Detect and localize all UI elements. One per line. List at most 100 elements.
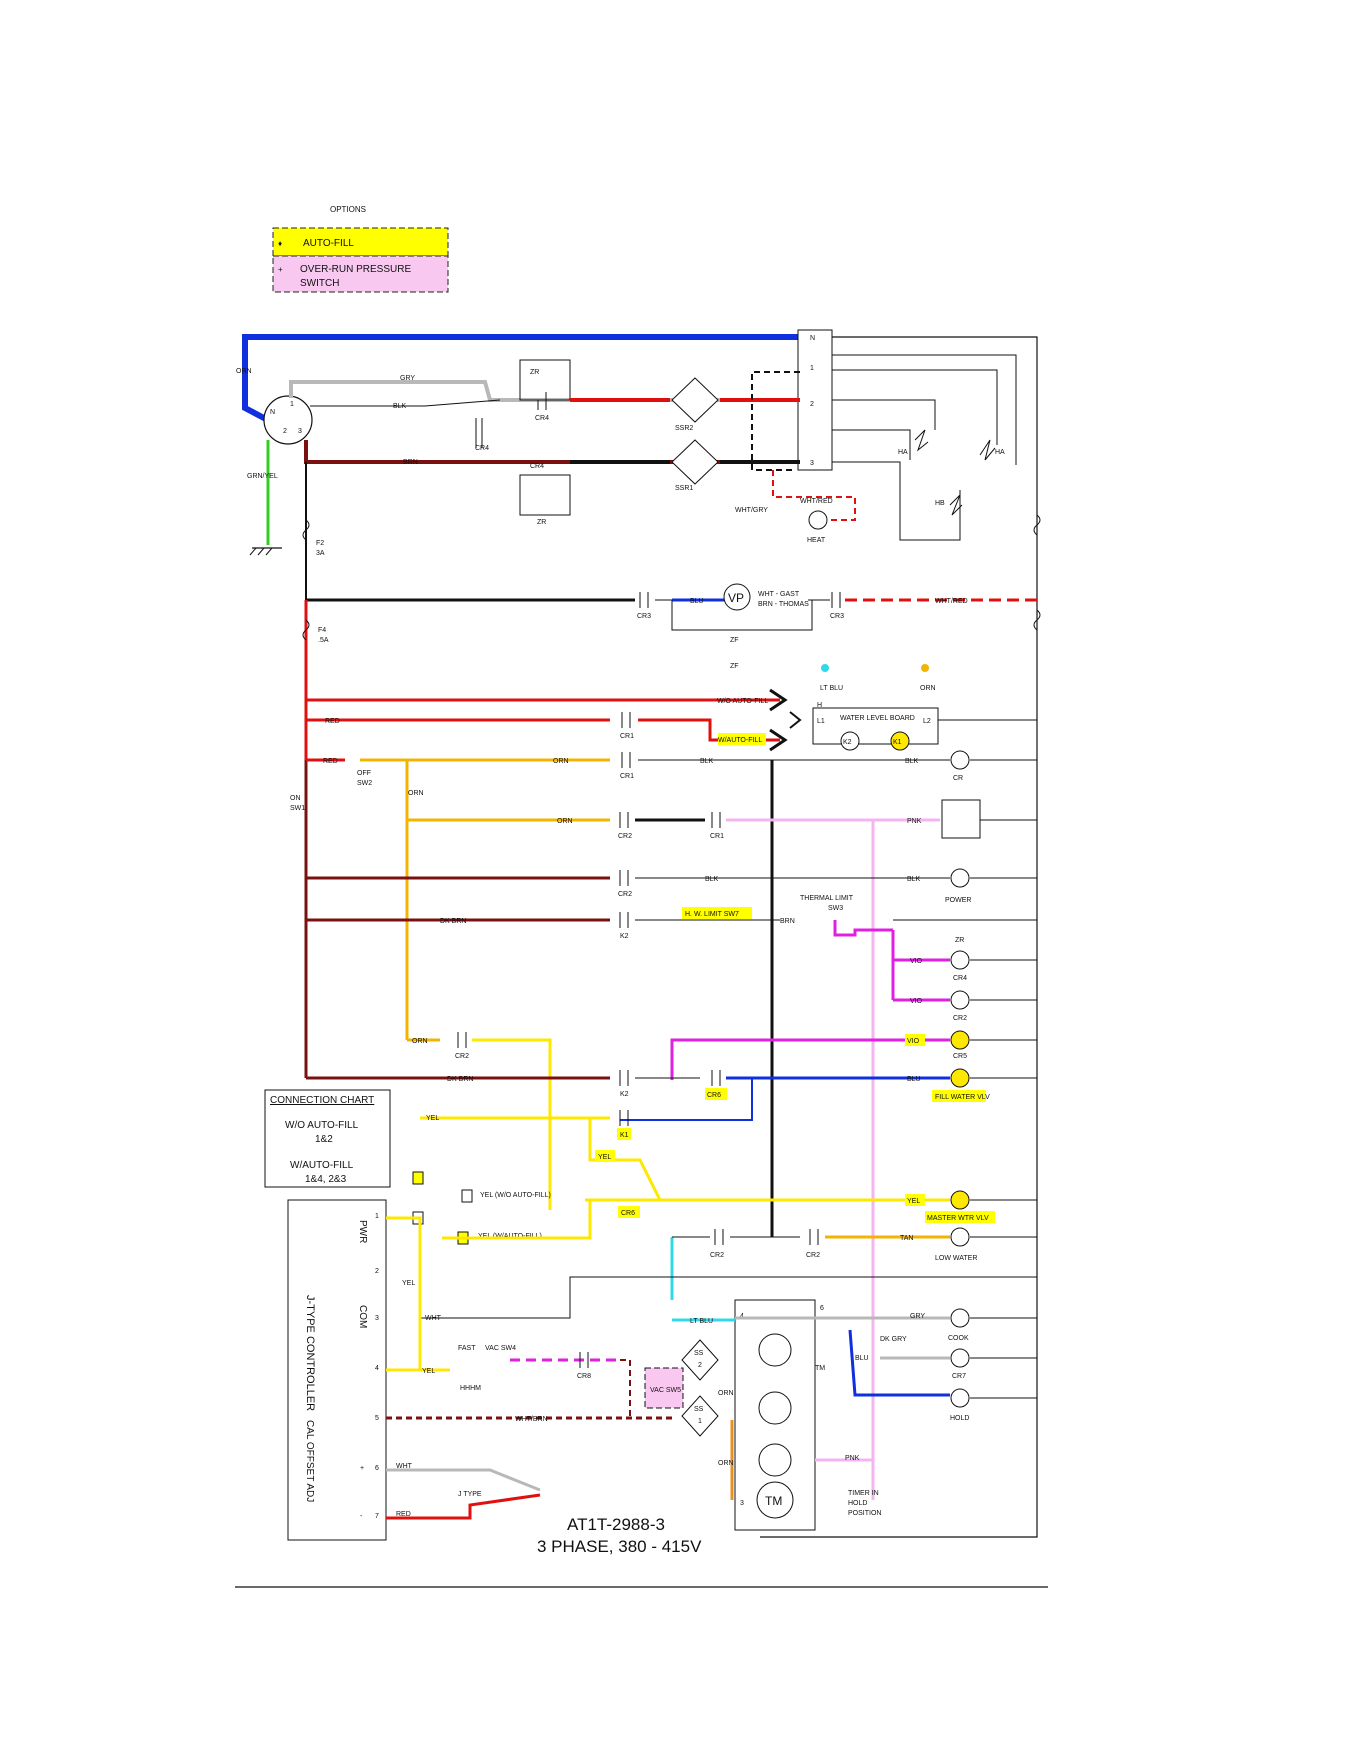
hw-limit-label: H. W. LIMIT SW7: [685, 911, 739, 918]
timer-ss2-dial: [758, 1391, 792, 1425]
hold-label: HOLD: [950, 1415, 969, 1422]
orn-timer-label-2: ORN: [718, 1390, 734, 1397]
zf-label-2: ZF: [730, 663, 739, 670]
controller-cal-label: CAL OFFSET ADJ: [304, 1420, 315, 1502]
wht-controller-label: WHT: [425, 1315, 442, 1322]
rung1-orn-label: ORN: [553, 758, 569, 765]
cr3-label-1: CR3: [637, 613, 651, 620]
phase-voltage: 3 PHASE, 380 - 415V: [537, 1537, 702, 1556]
controller-pin-3: 3: [375, 1315, 379, 1322]
master-water-valve-label: MASTER WTR VLV: [927, 1215, 989, 1222]
ss1-icon: [681, 1395, 719, 1437]
wht-red-vp-label: WHT/RED: [935, 598, 968, 605]
cr8-label: CR8: [577, 1373, 591, 1380]
k2-label-2: K2: [620, 1091, 629, 1098]
ss1-label: SS: [694, 1406, 704, 1413]
rung3-blk-label-2: BLK: [907, 876, 921, 883]
connection-chart-row1-value: 1&2: [315, 1134, 333, 1145]
rung1-blk-label: BLK: [700, 758, 714, 765]
ss1-num: 1: [698, 1418, 702, 1425]
jtype-label: J TYPE: [458, 1491, 482, 1498]
orn-wire-label: ORN: [236, 368, 252, 375]
tm-label-2: TM: [815, 1365, 825, 1372]
controller-pwr-label: PWR: [357, 1220, 368, 1243]
ssr2-label: SSR2: [675, 425, 693, 432]
cr6-label: CR6: [707, 1092, 721, 1099]
timer-motor-icon: [756, 1481, 794, 1519]
timer-conn-3: 3: [740, 1500, 744, 1507]
terminal-1: 1: [810, 365, 814, 372]
ss2-num: 2: [698, 1362, 702, 1369]
zf-label-1: ZF: [730, 637, 739, 644]
k2-label-1: K2: [620, 933, 629, 940]
timer-conn-6: 6: [820, 1305, 824, 1312]
timer-note-1: TIMER IN: [848, 1490, 879, 1497]
fill-water-valve-icon: [950, 1068, 970, 1088]
fill-water-valve-label: FILL WATER VLV: [935, 1094, 990, 1101]
cr1-label-2: CR1: [620, 773, 634, 780]
terminal-n: N: [810, 335, 815, 342]
timer-ss3-dial: [758, 1443, 792, 1477]
cr5-label: CR5: [953, 1053, 967, 1060]
sw2-off-label: OFF: [357, 770, 371, 777]
lt-blu-timer-label: LT BLU: [690, 1318, 713, 1325]
f4-rating: .5A: [318, 637, 329, 644]
rung-k2-dkbrn-label: DK BRN: [447, 1076, 473, 1083]
overrun-option-label-1: OVER-RUN PRESSURE: [300, 264, 411, 275]
cr1-label-3: CR1: [710, 833, 724, 840]
k1-label: K1: [620, 1132, 629, 1139]
cr2-contact-label: CR2: [455, 1053, 469, 1060]
timer-section: LT BLU 4 6 3 GRY COOK DK GRY CR7 BLU HOL…: [672, 1299, 1037, 1531]
controller-pin-6: 6: [375, 1465, 379, 1472]
cr3-label-2: CR3: [830, 613, 844, 620]
timer-note-2: HOLD: [848, 1500, 867, 1507]
wht-gry-label: WHT/GRY: [735, 507, 768, 514]
yel-wo-autofill-label: YEL (W/O AUTO-FILL): [480, 1192, 551, 1199]
brn-wire-label: BRN: [403, 459, 418, 466]
wlb-k1-label: K1: [893, 739, 902, 746]
controller-title: J-TYPE CONTROLLER: [304, 1295, 316, 1411]
power-label: POWER: [945, 897, 971, 904]
vac-sw5-label: VAC SW5: [650, 1387, 681, 1394]
hold-light-icon: [950, 1388, 970, 1408]
blu-vp-label: BLU: [690, 598, 704, 605]
connection-chart-row2-value: 1&4, 2&3: [305, 1174, 347, 1185]
yel-mwv-label: YEL: [907, 1198, 920, 1205]
cr4-top-label: CR4: [535, 415, 549, 422]
controller-pin-7: 7: [375, 1513, 379, 1520]
ssr1-label: SSR1: [675, 485, 693, 492]
cr1-label-1: CR1: [620, 733, 634, 740]
vac-sw5-box: [644, 1367, 684, 1409]
wlb-orn-label: ORN: [920, 685, 936, 692]
connection-chart-row2-label: W/AUTO-FILL: [290, 1160, 354, 1171]
heat-label: HEAT: [807, 537, 826, 544]
controller-plus: +: [360, 1465, 364, 1472]
orn-vertical-label: ORN: [408, 790, 424, 797]
zr-bot-label: ZR: [537, 519, 546, 526]
vacsw4-label: VAC SW4: [485, 1345, 516, 1352]
connector-pin-1: 1: [290, 401, 294, 408]
grn-yel-label: GRN/YEL: [247, 473, 278, 480]
cr4-bot-label: CR4: [530, 463, 544, 470]
red-wire-label: RED: [325, 718, 340, 725]
rung2-pnk-label: PNK: [907, 818, 922, 825]
power-connector: [263, 395, 313, 445]
heater-control-section: ZR CR4 CR4 SSR2 SSR1 CR4 ZR WHT/GRY WHT/…: [475, 359, 856, 544]
jtype-controller: J-TYPE CONTROLLER PWR COM CAL OFFSET ADJ…: [287, 1199, 719, 1541]
wlb-l1-label: L1: [817, 718, 825, 725]
wht-gast-label: WHT - GAST: [758, 591, 800, 598]
master-water-valve-icon: [950, 1190, 970, 1210]
vio-cr2-label: VIO: [910, 998, 923, 1005]
brn-thomas-label: BRN - THOMAS: [758, 601, 809, 608]
cr2-orn-label: ORN: [412, 1038, 428, 1045]
yel-sw4-label: YEL: [422, 1368, 435, 1375]
gry-cook-label: GRY: [910, 1313, 925, 1320]
sw1-on-label: ON: [290, 795, 301, 802]
cr4-mid-label: CR4: [475, 445, 489, 452]
buzzer-icon: [941, 799, 981, 839]
rung1-red-label: RED: [323, 758, 338, 765]
hhhm-label: HHHM: [460, 1385, 481, 1392]
cook-light-icon: [950, 1308, 970, 1328]
timer-note-3: POSITION: [848, 1510, 881, 1517]
